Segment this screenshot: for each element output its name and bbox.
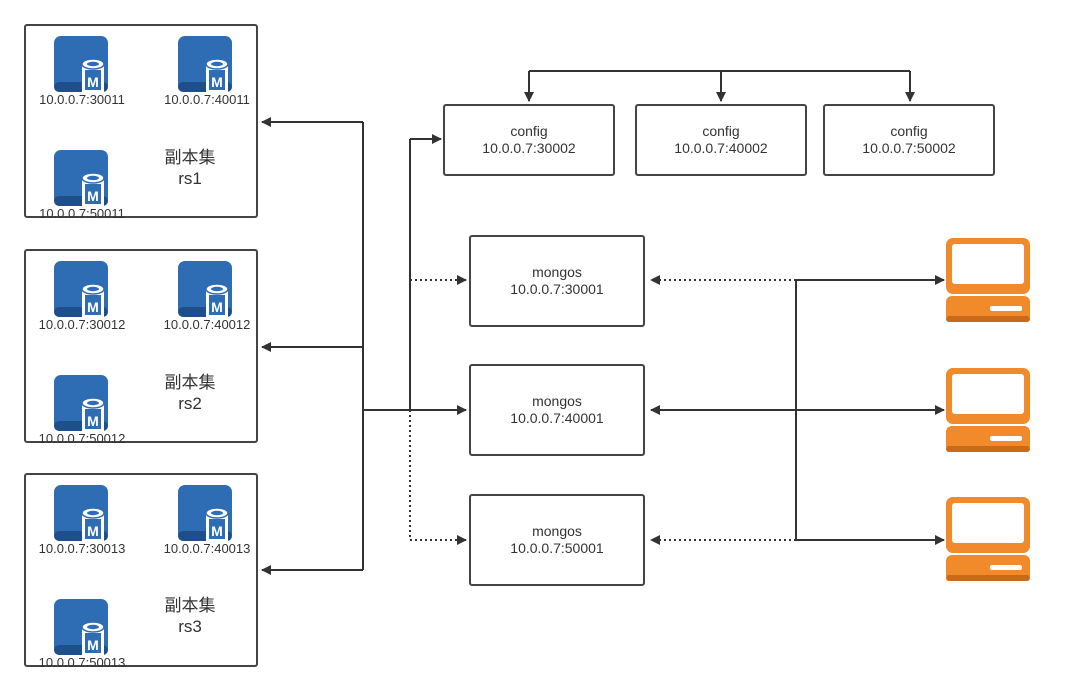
database-icon: M <box>54 150 108 206</box>
db-node-addr: 10.0.0.7:40012 <box>163 317 251 332</box>
database-icon: M <box>54 261 108 317</box>
mongos-box-1: mongos 10.0.0.7:30001 <box>469 235 645 327</box>
db-icon-letter: M <box>211 74 223 90</box>
computer-icon <box>946 368 1032 454</box>
rs2-title-cn: 副本集 <box>164 373 216 392</box>
database-icon: M <box>178 485 232 541</box>
computer-icon <box>946 238 1032 324</box>
rs1-title-id: rs1 <box>178 169 202 188</box>
db-icon-letter: M <box>87 299 99 315</box>
rs3-title: 副本集 rs3 <box>155 595 225 637</box>
mongos-1-addr: 10.0.0.7:30001 <box>510 281 604 297</box>
computer-icon <box>946 497 1032 583</box>
db-node-addr: 10.0.0.7:50012 <box>38 431 126 446</box>
db-icon-letter: M <box>211 523 223 539</box>
rs2-title-id: rs2 <box>178 394 202 413</box>
database-icon: M <box>54 485 108 541</box>
db-node-addr: 10.0.0.7:30013 <box>38 541 126 556</box>
config-2-name: config <box>702 123 740 139</box>
mongos-2-addr: 10.0.0.7:40001 <box>510 410 604 426</box>
db-node-addr: 10.0.0.7:50013 <box>38 655 126 670</box>
db-node-label: 10.0.0.7:40012 <box>155 317 259 332</box>
db-node-label: 10.0.0.7:30012 <box>30 317 134 332</box>
config-2-addr: 10.0.0.7:40002 <box>674 140 768 156</box>
db-icon-letter: M <box>87 74 99 90</box>
config-3-addr: 10.0.0.7:50002 <box>862 140 956 156</box>
db-node-addr: 10.0.0.7:40011 <box>164 92 250 107</box>
db-node-label: 10.0.0.7:50011 <box>30 206 134 221</box>
db-icon-letter: M <box>87 523 99 539</box>
mongos-3-addr: 10.0.0.7:50001 <box>510 540 604 556</box>
mongos-box-2: mongos 10.0.0.7:40001 <box>469 364 645 456</box>
db-node-addr: 10.0.0.7:40013 <box>163 541 251 556</box>
db-node-label: 10.0.0.7:30011 <box>30 92 134 107</box>
db-icon-letter: M <box>87 637 99 653</box>
db-node-label: 10.0.0.7:50013 <box>30 655 134 670</box>
database-icon: M <box>54 36 108 92</box>
config-3-name: config <box>890 123 928 139</box>
database-icon: M <box>54 375 108 431</box>
database-icon: M <box>54 599 108 655</box>
config-box-1: config 10.0.0.7:30002 <box>443 104 615 176</box>
db-node-label: 10.0.0.7:40011 <box>155 92 259 107</box>
db-icon-letter: M <box>87 188 99 204</box>
rs3-title-id: rs3 <box>178 617 202 636</box>
mongos-box-3: mongos 10.0.0.7:50001 <box>469 494 645 586</box>
db-node-addr: 10.0.0.7:30011 <box>39 92 125 107</box>
config-box-2: config 10.0.0.7:40002 <box>635 104 807 176</box>
config-1-addr: 10.0.0.7:30002 <box>482 140 576 156</box>
config-box-3: config 10.0.0.7:50002 <box>823 104 995 176</box>
rs1-title: 副本集 rs1 <box>155 147 225 189</box>
config-1-name: config <box>510 123 548 139</box>
db-node-addr: 10.0.0.7:30012 <box>38 317 126 332</box>
db-node-label: 10.0.0.7:40013 <box>155 541 259 556</box>
database-icon: M <box>178 261 232 317</box>
db-node-addr: 10.0.0.7:50011 <box>39 206 125 221</box>
db-icon-letter: M <box>87 413 99 429</box>
rs1-title-cn: 副本集 <box>164 148 216 167</box>
db-icon-letter: M <box>211 299 223 315</box>
rs2-title: 副本集 rs2 <box>155 372 225 414</box>
db-node-label: 10.0.0.7:50012 <box>30 431 134 446</box>
mongos-2-name: mongos <box>532 393 582 409</box>
database-icon: M <box>178 36 232 92</box>
mongos-3-name: mongos <box>532 523 582 539</box>
mongos-1-name: mongos <box>532 264 582 280</box>
db-node-label: 10.0.0.7:30013 <box>30 541 134 556</box>
rs3-title-cn: 副本集 <box>164 596 216 615</box>
